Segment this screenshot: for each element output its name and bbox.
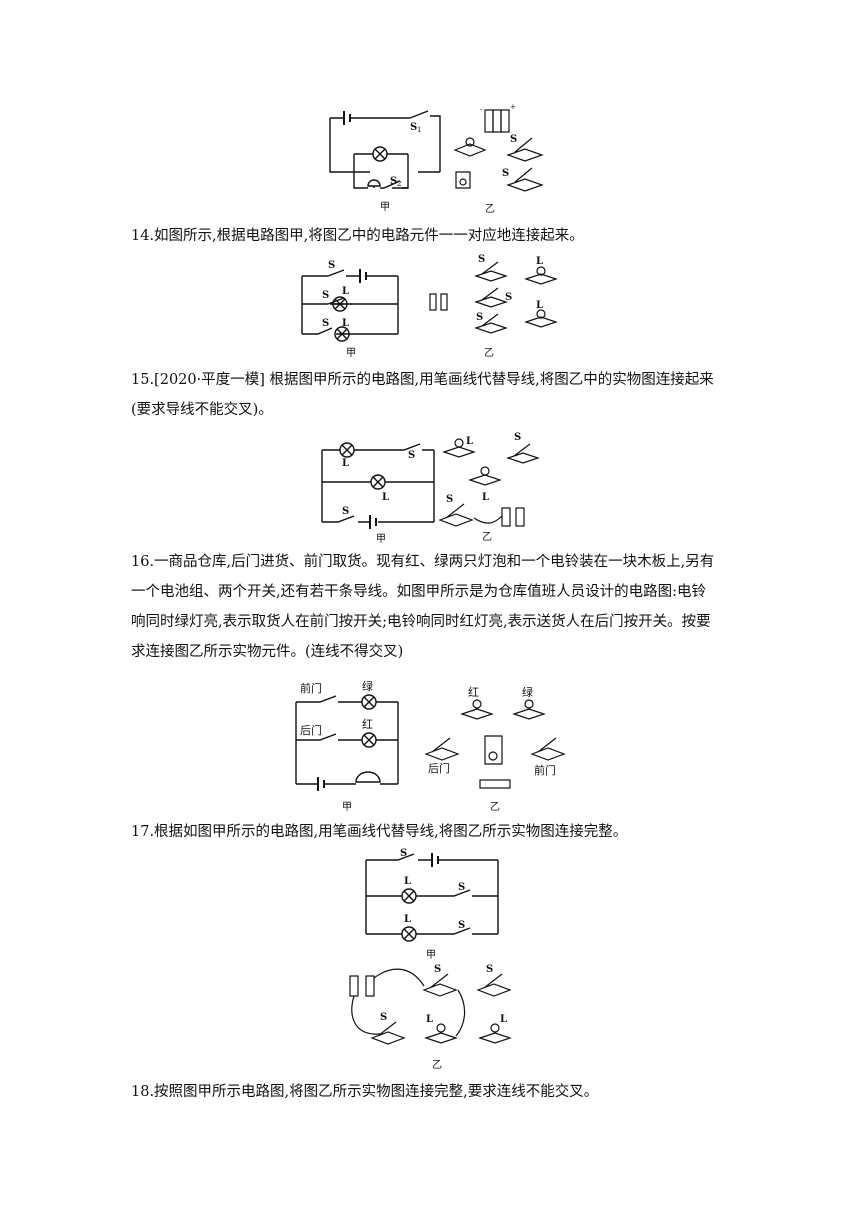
figure-q17-circuit: S L S L S 甲 S S S L L 乙 bbox=[349, 848, 512, 1071]
svg-text:S: S bbox=[446, 494, 453, 505]
svg-text:前门: 前门 bbox=[534, 763, 556, 777]
svg-text:L: L bbox=[466, 436, 473, 447]
svg-text:乙: 乙 bbox=[490, 801, 500, 813]
question-18: 18.按照图甲所示电路图,将图乙所示实物图连接完整,要求连线不能交叉。 bbox=[131, 1084, 599, 1100]
svg-text:S: S bbox=[510, 134, 517, 145]
svg-text:甲: 甲 bbox=[426, 950, 436, 961]
svg-text:S: S bbox=[486, 964, 493, 975]
svg-text:-: - bbox=[480, 106, 483, 114]
question-17: 17.根据如图甲所示的电路图,用笔画线代替导线,将图乙所示实物图连接完整。 bbox=[131, 824, 628, 840]
svg-text:S: S bbox=[476, 312, 483, 323]
svg-text:红: 红 bbox=[468, 686, 479, 699]
question-16-line3: 响同时绿灯亮,表示取货人在前门按开关;电铃响同时红灯亮,表示送货人在后门按开关。… bbox=[131, 614, 711, 630]
svg-text:乙: 乙 bbox=[482, 531, 492, 543]
svg-text:S: S bbox=[342, 506, 349, 517]
svg-text:后门: 后门 bbox=[300, 723, 322, 737]
svg-text:S: S bbox=[514, 432, 521, 443]
svg-text:L: L bbox=[342, 318, 349, 329]
svg-text:2: 2 bbox=[397, 180, 401, 188]
svg-text:S: S bbox=[458, 920, 465, 931]
svg-text:L: L bbox=[426, 1014, 433, 1025]
svg-text:S: S bbox=[408, 450, 415, 461]
svg-text:乙: 乙 bbox=[432, 1059, 442, 1071]
svg-text:L: L bbox=[342, 286, 349, 297]
svg-text:乙: 乙 bbox=[484, 347, 494, 359]
question-14: 14.如图所示,根据电路图甲,将图乙中的电路元件一一对应地连接起来。 bbox=[131, 228, 584, 244]
label-s1: S bbox=[410, 122, 417, 133]
svg-text:S: S bbox=[478, 254, 485, 265]
svg-text:S: S bbox=[400, 848, 407, 859]
question-16-line1: 16.一商品仓库,后门进货、前门取货。现有红、绿两只灯泡和一个电铃装在一块木板上… bbox=[131, 554, 715, 570]
svg-text:L: L bbox=[536, 256, 543, 267]
figure-top-circuit: S 1 S 2 甲 - + S S 乙 bbox=[329, 103, 544, 215]
question-16-line4: 求连接图乙所示实物元件。(连线不得交叉) bbox=[131, 644, 404, 660]
svg-text:甲: 甲 bbox=[342, 802, 352, 813]
label-s2: S bbox=[390, 176, 397, 187]
figure-q16-circuit: 前门 绿 后门 红 甲 红 绿 后门 前门 乙 bbox=[295, 679, 566, 813]
svg-text:L: L bbox=[382, 492, 389, 503]
question-16-line2: 一个电池组、两个开关,还有若干条导线。如图甲所示是为仓库值班人员设计的电路图:电… bbox=[131, 584, 706, 600]
svg-text:前门: 前门 bbox=[300, 681, 322, 695]
svg-text:S: S bbox=[434, 964, 441, 975]
svg-text:绿: 绿 bbox=[362, 679, 373, 693]
svg-text:甲: 甲 bbox=[346, 348, 356, 359]
svg-text:S: S bbox=[322, 290, 329, 301]
svg-text:红: 红 bbox=[362, 718, 373, 731]
svg-text:+: + bbox=[510, 103, 516, 111]
svg-text:S: S bbox=[458, 882, 465, 893]
question-15-line2: (要求导线不能交叉)。 bbox=[131, 402, 273, 418]
svg-text:绿: 绿 bbox=[522, 685, 533, 699]
svg-text:L: L bbox=[404, 876, 411, 887]
svg-text:L: L bbox=[500, 1014, 507, 1025]
svg-text:S: S bbox=[322, 318, 329, 329]
svg-text:L: L bbox=[404, 914, 411, 925]
svg-text:1: 1 bbox=[417, 126, 421, 134]
svg-text:L: L bbox=[342, 458, 349, 469]
figure-q14-circuit: S S L S L 甲 S S S L L 乙 bbox=[301, 254, 558, 359]
svg-text:L: L bbox=[482, 492, 489, 503]
caption-yi: 乙 bbox=[485, 203, 495, 215]
figure-q15-circuit: L S L S 甲 L S L S 乙 bbox=[321, 432, 540, 545]
svg-text:L: L bbox=[536, 300, 543, 311]
svg-text:甲: 甲 bbox=[376, 534, 386, 545]
svg-text:后门: 后门 bbox=[428, 761, 450, 775]
svg-text:S: S bbox=[505, 292, 512, 303]
svg-text:S: S bbox=[380, 1012, 387, 1023]
caption-jia: 甲 bbox=[380, 202, 390, 213]
svg-text:S: S bbox=[328, 260, 335, 271]
svg-text:S: S bbox=[502, 168, 509, 179]
question-15-line1: 15.[2020·平度一模] 根据图甲所示的电路图,用笔画线代替导线,将图乙中的… bbox=[131, 372, 714, 388]
